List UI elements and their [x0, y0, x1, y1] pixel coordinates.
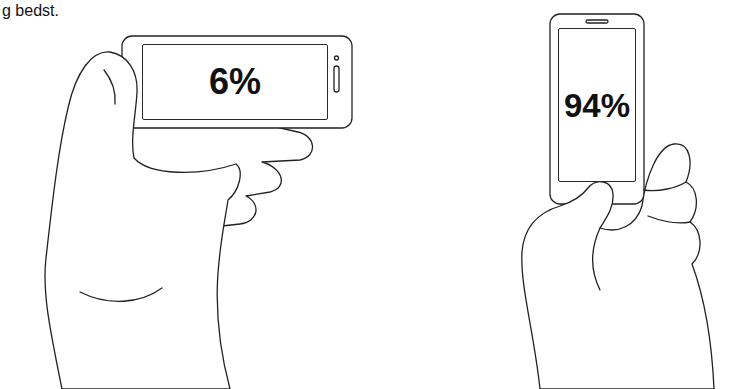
- phone-body: [550, 14, 644, 204]
- phone-screen: 6%: [142, 44, 328, 120]
- phone-body: [122, 36, 352, 128]
- finger-line: [648, 216, 690, 223]
- percentage-value: 94%: [564, 89, 630, 122]
- right-hand: [522, 144, 714, 389]
- phone-sensor: [335, 56, 339, 60]
- crease-line: [80, 288, 162, 301]
- phone-button: [334, 66, 339, 92]
- phone-speaker: [586, 20, 608, 23]
- finger-line: [644, 182, 686, 191]
- caption-fragment: g bedst.: [2, 2, 59, 20]
- phone-screen: 94%: [558, 28, 636, 182]
- crease-line: [104, 70, 115, 104]
- crease-line: [593, 228, 601, 290]
- percentage-value: 6%: [209, 64, 261, 100]
